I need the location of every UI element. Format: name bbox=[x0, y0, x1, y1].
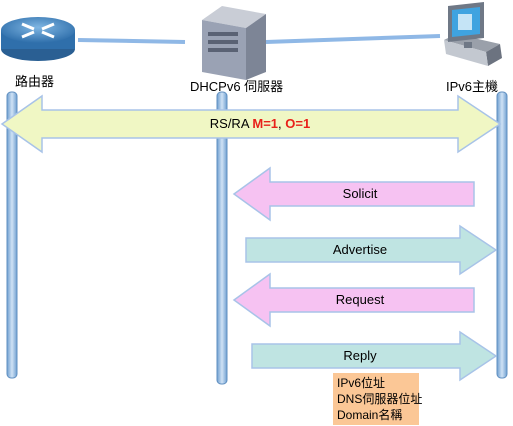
server-icon bbox=[202, 6, 266, 80]
host-lifeline bbox=[496, 91, 508, 379]
reply-arrow bbox=[251, 330, 498, 382]
reply-label: Reply bbox=[343, 348, 377, 363]
host-label: IPv6主機 bbox=[446, 79, 499, 94]
m-flag: M=1 bbox=[252, 116, 279, 131]
advertise-label: Advertise bbox=[332, 242, 388, 257]
request-label: Request bbox=[335, 292, 385, 307]
router-label: 路由器 bbox=[15, 74, 55, 89]
o-flag: O=1 bbox=[285, 116, 311, 131]
server-host-link bbox=[265, 34, 441, 44]
rs-ra-arrow bbox=[0, 94, 502, 154]
rs-ra-prefix: RS/RA bbox=[209, 116, 253, 131]
solicit-label: Solicit bbox=[342, 186, 378, 201]
note-line-dns-server: DNS伺服器位址 bbox=[337, 392, 423, 406]
request-arrow bbox=[232, 272, 475, 328]
rs-ra-separator: , bbox=[278, 116, 286, 131]
router-icon bbox=[1, 17, 75, 61]
server-label: DHCPv6 伺服器 bbox=[190, 79, 284, 94]
solicit-arrow bbox=[232, 166, 475, 222]
server-lifeline bbox=[216, 91, 228, 385]
note-line-domain-name: Domain名稱 bbox=[337, 408, 403, 422]
note-line-ipv6-address: IPv6位址 bbox=[337, 376, 386, 390]
router-server-link bbox=[77, 38, 186, 44]
router-lifeline bbox=[6, 91, 18, 379]
computer-icon bbox=[444, 2, 502, 66]
rs-ra-label: RS/RA M=1, O=1 bbox=[170, 116, 350, 131]
advertise-arrow bbox=[245, 224, 498, 276]
reply-contents-note: IPv6位址 DNS伺服器位址 Domain名稱 bbox=[333, 373, 423, 425]
